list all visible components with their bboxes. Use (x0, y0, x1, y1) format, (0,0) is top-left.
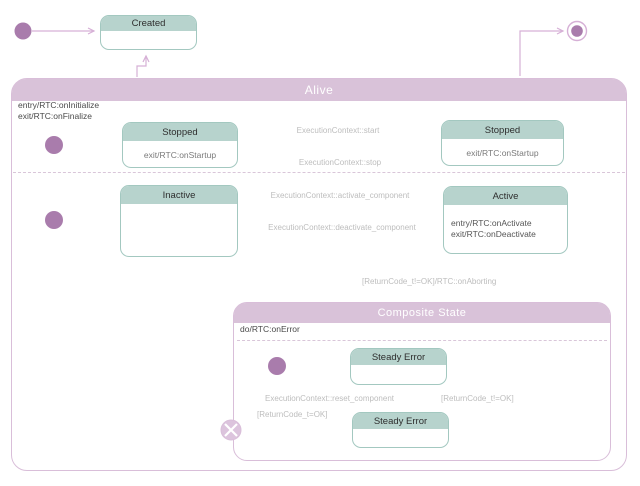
label-transition-reset: ExecutionContext::reset_component (265, 394, 394, 403)
initial-state-top (14, 22, 32, 40)
stopped-left-action: exit/RTC:onStartup (143, 149, 217, 160)
state-steady-error-bottom: Steady Error (352, 412, 449, 448)
state-stopped-right: Stopped exit/RTC:onStartup (441, 120, 564, 166)
label-transition-error-again: [ReturnCode_t!=OK] (441, 394, 514, 403)
state-steady-error-top: Steady Error (350, 348, 447, 385)
transition-alive-to-final (519, 27, 565, 76)
final-state (566, 20, 588, 42)
alive-title: Alive (12, 79, 626, 101)
label-transition-reset-ok: [ReturnCode_t=OK] (257, 410, 328, 419)
composite-region-separator (237, 340, 607, 341)
label-transition-activate: ExecutionContext::activate_component (270, 191, 410, 200)
alive-exit-action: exit/RTC:onFinalize (18, 111, 93, 122)
stopped-right-title: Stopped (442, 121, 563, 140)
label-transition-stop: ExecutionContext::stop (298, 158, 382, 167)
active-exit-action: exit/RTC:onDeactivate (451, 229, 536, 240)
active-title: Active (444, 187, 567, 206)
active-entry-action: entry/RTC:onActivate (451, 218, 532, 228)
label-transition-deactivate: ExecutionContext::deactivate_component (268, 223, 416, 232)
steady-error-bottom-title: Steady Error (353, 413, 448, 430)
state-inactive: Inactive (120, 185, 238, 257)
state-stopped-left: Stopped exit/RTC:onStartup (122, 122, 238, 168)
label-transition-start: ExecutionContext::start (296, 126, 380, 135)
stopped-right-action: exit/RTC:onStartup (466, 147, 539, 158)
state-created: Created (100, 15, 197, 50)
composite-do-action: do/RTC:onError (240, 324, 300, 334)
stopped-left-title: Stopped (123, 123, 237, 142)
alive-entry-action: entry/RTC:onInitialize (18, 100, 100, 110)
steady-error-top-title: Steady Error (351, 349, 446, 366)
transition-alive-to-created (136, 54, 150, 77)
composite-state-title: Composite State (234, 303, 610, 323)
label-transition-abort: [ReturnCode_t!=OK]/RTC::onAborting (362, 277, 497, 286)
created-title: Created (101, 16, 196, 32)
inactive-title: Inactive (121, 186, 237, 205)
alive-region-separator (13, 172, 625, 173)
